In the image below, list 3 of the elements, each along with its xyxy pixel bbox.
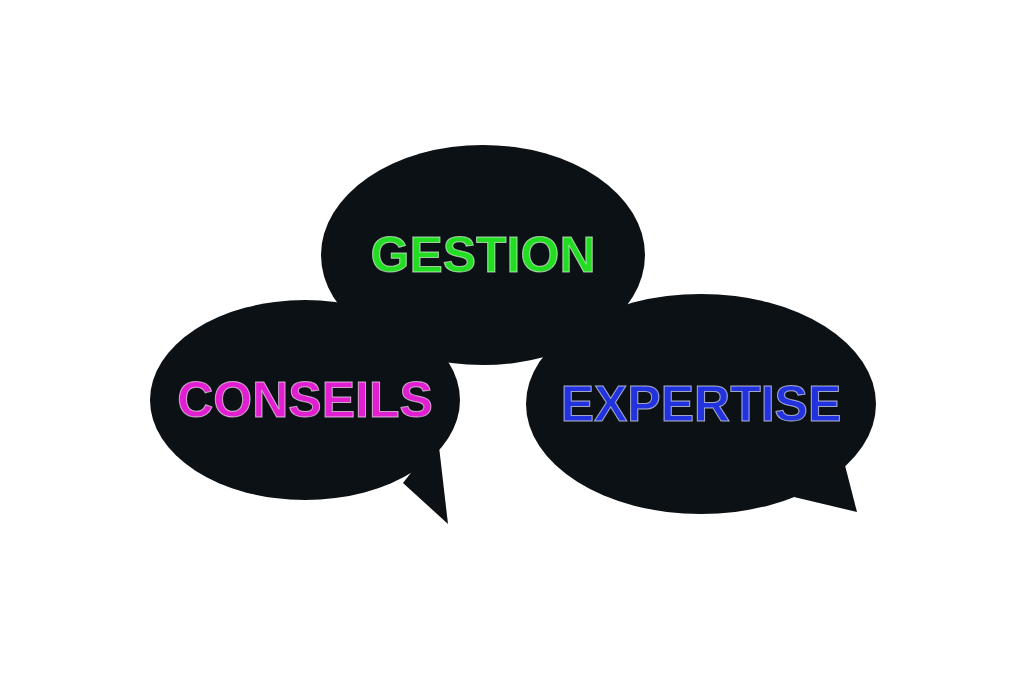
bubble-text: CONSEILS (177, 371, 433, 430)
bubble-text: GESTION (370, 226, 596, 285)
bubble-text: EXPERTISE (560, 375, 842, 434)
